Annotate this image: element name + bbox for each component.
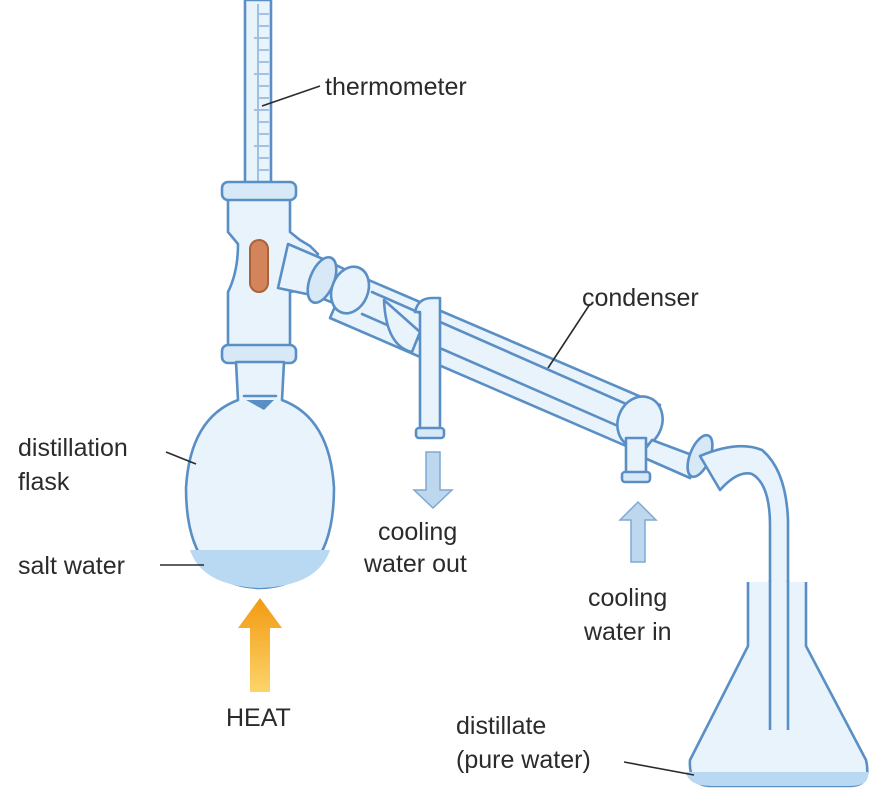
thermometer-bulb: [249, 239, 269, 293]
water-out-label-line2: water out: [363, 550, 467, 578]
water-in-label-line2: water in: [583, 618, 672, 646]
thermometer-label: thermometer: [325, 73, 467, 101]
heat-label: HEAT: [226, 704, 291, 732]
water-inlet-tube: [620, 436, 652, 484]
flask-label-line1: distillation: [18, 434, 128, 462]
water-in-label-line1: cooling: [588, 584, 667, 612]
distillation-flask: [184, 360, 336, 590]
distillate-label-line1: distillate: [456, 712, 546, 740]
water-outlet-tube: [413, 296, 446, 440]
distillate-leader: [623, 761, 695, 776]
condenser-label: condenser: [582, 284, 699, 312]
top-joint: [220, 180, 298, 202]
flask-joint: [220, 343, 298, 365]
salt-water-label: salt water: [18, 552, 125, 580]
still-head: [220, 180, 320, 365]
flask-label-line2: flask: [18, 468, 70, 496]
flask-leader: [165, 451, 197, 465]
receiving-flask: [686, 580, 869, 788]
water-out-label-line1: cooling: [378, 518, 457, 546]
water-out-arrow: [412, 451, 454, 510]
water-in-arrow: [618, 500, 658, 563]
condenser-leader: [547, 303, 591, 369]
thermometer-leader: [261, 85, 321, 107]
heat-arrow: [238, 598, 282, 692]
distillate-label-line2: (pure water): [456, 746, 591, 774]
